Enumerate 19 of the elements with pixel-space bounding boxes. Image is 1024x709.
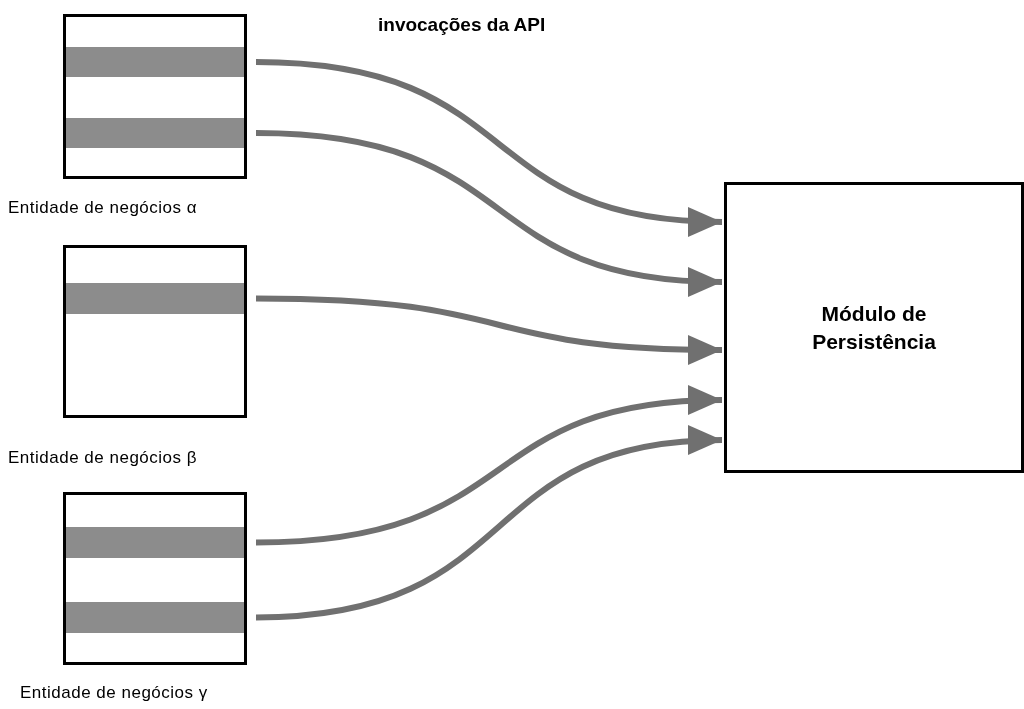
entity-caption: Entidade de negócios γ (20, 683, 208, 703)
field-bar (66, 283, 244, 314)
annotation: invocações da API (378, 14, 546, 36)
module-box (724, 182, 1024, 473)
arrow (255, 427, 723, 621)
entity-caption: Entidade de negócios α (8, 198, 198, 218)
field-bar (66, 118, 244, 148)
module-title: Módulo de Persistência (811, 301, 937, 355)
entity-caption: Entidade de negócios β (8, 448, 198, 468)
field-bar (66, 527, 244, 558)
arrow (255, 295, 723, 365)
arrow (255, 59, 723, 236)
field-bar (66, 47, 244, 77)
entity-box (63, 14, 247, 179)
arrow (255, 130, 723, 296)
field-bar (66, 602, 244, 633)
arrow (255, 386, 723, 546)
entity-box (63, 245, 247, 418)
entity-box (63, 492, 247, 665)
